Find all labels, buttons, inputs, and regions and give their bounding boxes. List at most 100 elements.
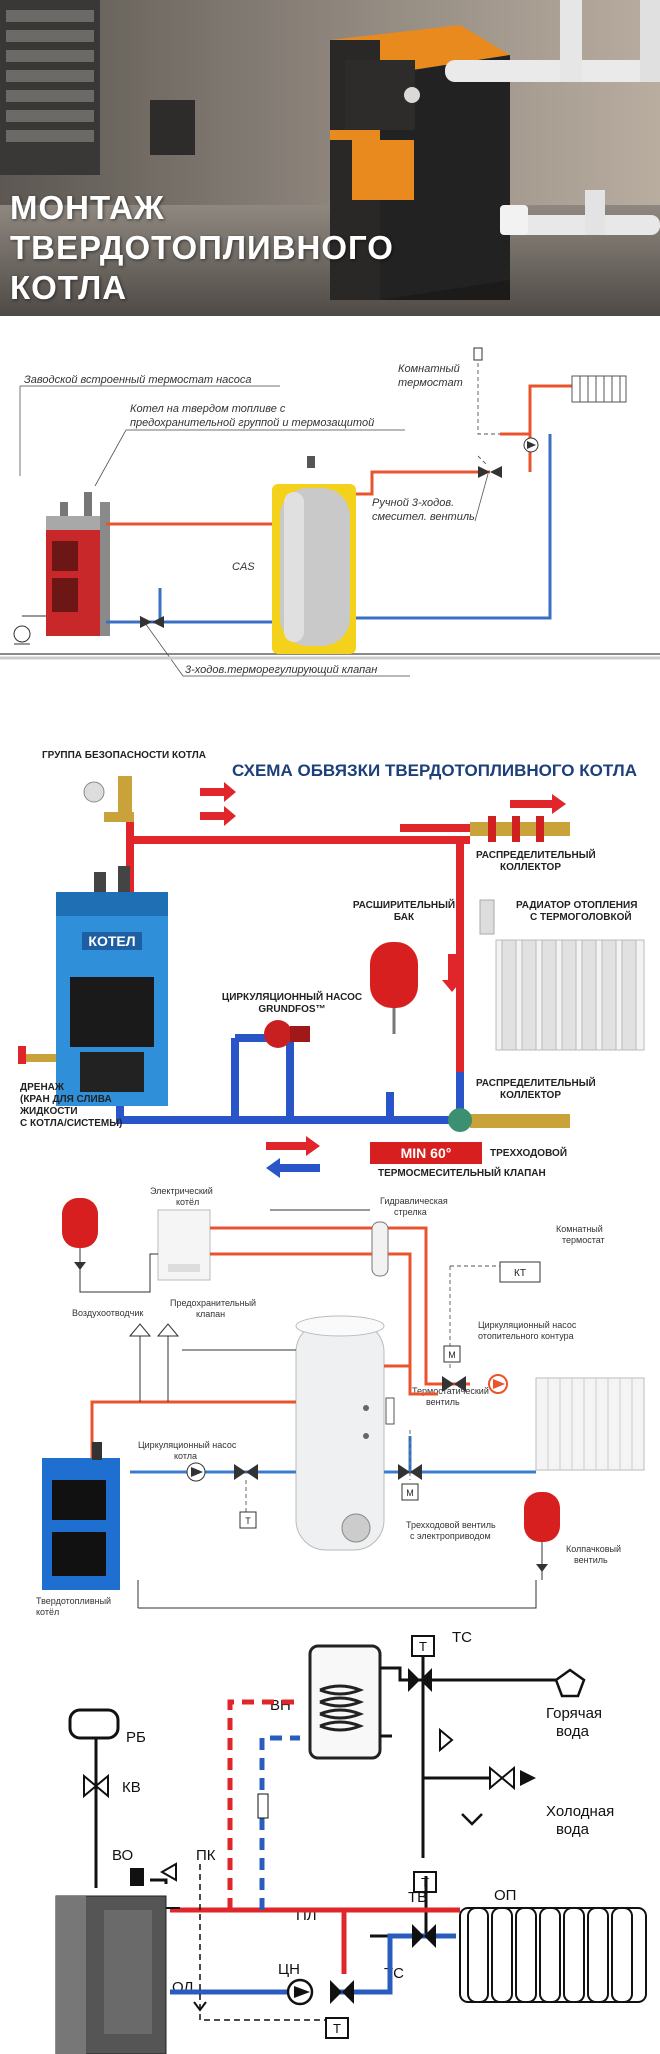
safety-group-icon: [83, 776, 134, 822]
mixing-valve-icon: [448, 1108, 472, 1132]
hydraulic-scheme-svg: Электрический котёл Гидравлическая стрел…: [36, 1186, 645, 1617]
hero-banner: МОНТАЖ ТВЕРДОТОПЛИВНОГО КОТЛА: [0, 0, 660, 316]
three-way-valve-electric-icon: [398, 1464, 422, 1480]
solid-boiler-icon: [55, 1895, 167, 2054]
electric-boiler-icon: [157, 1209, 211, 1281]
label-manual-valve-2: смесител. вентиль: [372, 511, 475, 523]
thermostatic-valve-icon: [442, 1376, 466, 1392]
label-mixing-1: ТРЕХХОДОВОЙ: [490, 1146, 567, 1159]
label-cap-valve-2: вентиль: [574, 1555, 608, 1565]
label-expansion-2: БАК: [394, 912, 415, 923]
color-scheme-svg: СХЕМА ОБВЯЗКИ ТВЕРДОТОПЛИВНОГО КОТЛА ГРУ…: [18, 750, 645, 1179]
radiator-icon: [571, 375, 627, 403]
down-arrow-icon: [442, 954, 462, 992]
label-tc-bottom: ТС: [384, 1965, 404, 1982]
label-collector-top-2: КОЛЛЕКТОР: [500, 862, 561, 873]
mixing-valve-icon: [478, 466, 502, 478]
label-thermostat-pump: Заводской встроенный термостат насоса: [24, 374, 252, 386]
pump-icon: [523, 437, 539, 453]
label-manual-valve-1: Ручной 3-ходов.: [372, 497, 454, 509]
min-label: MIN 60°: [401, 1145, 452, 1161]
label-drain-4: С КОТЛА/СИСТЕМЫ): [20, 1118, 122, 1129]
ground-icon: [13, 615, 46, 645]
sensor-t-bottom-box: [325, 2017, 349, 2039]
label-thermostatic-valve-2: вентиль: [426, 1397, 460, 1407]
label-safety-group: ГРУППА БЕЗОПАСНОСТИ КОТЛА: [42, 750, 206, 761]
buffer-tank-icon: [272, 456, 356, 654]
label-collector-bottom-2: КОЛЛЕКТОР: [500, 1090, 561, 1101]
water-heater-icon: [308, 1644, 382, 1760]
label-boiler-line2: предохранительной группой и термозащитой: [130, 417, 374, 429]
label-boiler-line1: Котел на твердом топливе с: [130, 403, 286, 415]
label-solid-boiler-1: Твердотопливный: [36, 1596, 111, 1606]
label-tc-top: ТС: [452, 1629, 472, 1646]
label-kv: КВ: [122, 1779, 141, 1796]
cas-scheme-svg: Заводской встроенный термостат насоса Ко…: [0, 347, 660, 677]
label-op: ОП: [494, 1887, 516, 1904]
label-hot-water-1: Горячая: [546, 1705, 602, 1722]
hero-title: МОНТАЖ ТВЕРДОТОПЛИВНОГО КОТЛА: [10, 188, 394, 308]
diagram-symbol-scheme: ВН ТС Горячая вода Холодная вода РБ КВ В…: [0, 1618, 660, 2054]
hero-title-line-3: КОТЛА: [10, 269, 128, 306]
heating-pump-icon: [488, 1374, 508, 1394]
solid-fuel-boiler-icon: [46, 492, 110, 636]
air-vent-icon: [128, 1323, 152, 1402]
label-pump-2: GRUNDFOS™: [258, 1004, 325, 1015]
label-electric-boiler-1: Электрический: [150, 1186, 213, 1196]
three-way-valve-left-icon: [234, 1464, 258, 1480]
three-way-valve-tv-icon: [412, 1924, 436, 1948]
label-pump-1: ЦИРКУЛЯЦИОННЫЙ НАСОС: [222, 990, 362, 1003]
label-three-way-1: Трехходовой вентиль: [406, 1520, 496, 1530]
label-room-thermostat-1: Комнатный: [398, 363, 460, 375]
label-boiler-pump-2: котла: [174, 1451, 197, 1461]
m-bottom-label: M: [406, 1488, 414, 1498]
label-vo: ВО: [112, 1847, 133, 1864]
sensor-t-box: [239, 1511, 257, 1529]
label-thermo-valve: 3-ходов.терморегулирующий клапан: [185, 664, 377, 676]
label-mixing-2: ТЕРМОСМЕСИТЕЛЬНЫЙ КЛАПАН: [378, 1166, 546, 1179]
kt-label: КТ: [514, 1268, 526, 1279]
safety-valve-icon: [156, 1323, 180, 1402]
label-cold-water-1: Холодная: [546, 1803, 614, 1820]
circulation-pump-icon: [286, 1978, 314, 2006]
flow-arrows: [200, 782, 566, 1156]
label-collector-bottom-1: РАСПРЕДЕЛИТЕЛЬНЫЙ: [476, 1076, 596, 1089]
drain-icon: [461, 1813, 483, 1826]
drain-valve-icon: [18, 1046, 56, 1064]
expansion-tank-icon: [370, 942, 418, 1034]
radiator-icon: [479, 899, 645, 1051]
scheme-title: СХЕМА ОБВЯЗКИ ТВЕРДОТОПЛИВНОГО КОТЛА: [232, 761, 637, 780]
radiator-icon: [535, 1377, 645, 1471]
hot-water-tap-icon: [554, 1668, 586, 1698]
collector-bottom-icon: [470, 1114, 570, 1128]
expansion-tank-left-icon: [62, 1198, 98, 1280]
hero-title-line-2: ТВЕРДОТОПЛИВНОГО: [10, 229, 394, 266]
actuator-m-bottom: [401, 1483, 419, 1501]
m-top-label: M: [448, 1350, 456, 1360]
expansion-tank-rb-icon: [68, 1708, 120, 1799]
label-cold-water-2: вода: [556, 1821, 590, 1838]
t-bottom-label: Т: [333, 2021, 341, 2036]
symbol-scheme-svg: ВН ТС Горячая вода Холодная вода РБ КВ В…: [55, 1629, 647, 2054]
hydro-arrow-icon: [371, 1221, 389, 1277]
label-electric-boiler-2: котёл: [176, 1197, 199, 1207]
air-vent-icon: [130, 1868, 144, 1886]
cold-water-valve-icon: [489, 1765, 536, 1791]
actuator-m-top: [443, 1345, 461, 1363]
label-hydro-arrow-1: Гидравлическая: [380, 1196, 448, 1206]
label-boiler-pump-1: Циркуляционный насос: [138, 1440, 237, 1450]
expansion-tank-right-icon: [524, 1492, 560, 1580]
circulation-pump-icon: [264, 1020, 310, 1048]
diagram-color-scheme: СХЕМА ОБВЯЗКИ ТВЕРДОТОПЛИВНОГО КОТЛА ГРУ…: [0, 742, 660, 1180]
t-top-label: Т: [419, 1639, 427, 1654]
boiler-tank-icon: [295, 1315, 395, 1551]
boiler-label: КОТЕЛ: [88, 933, 135, 949]
hero-title-line-1: МОНТАЖ: [10, 189, 165, 226]
diagram-cas-scheme: Заводской встроенный термостат насоса Ко…: [0, 316, 660, 742]
boiler-icon: КОТЕЛ: [56, 866, 168, 1106]
label-drain-1: ДРЕНАЖ: [20, 1082, 65, 1093]
min-badge: [370, 1142, 482, 1164]
label-room-thermostat-2: термостат: [398, 377, 463, 389]
label-room-thermostat-3-1: Комнатный: [556, 1224, 603, 1234]
label-pk: ПК: [196, 1847, 216, 1864]
